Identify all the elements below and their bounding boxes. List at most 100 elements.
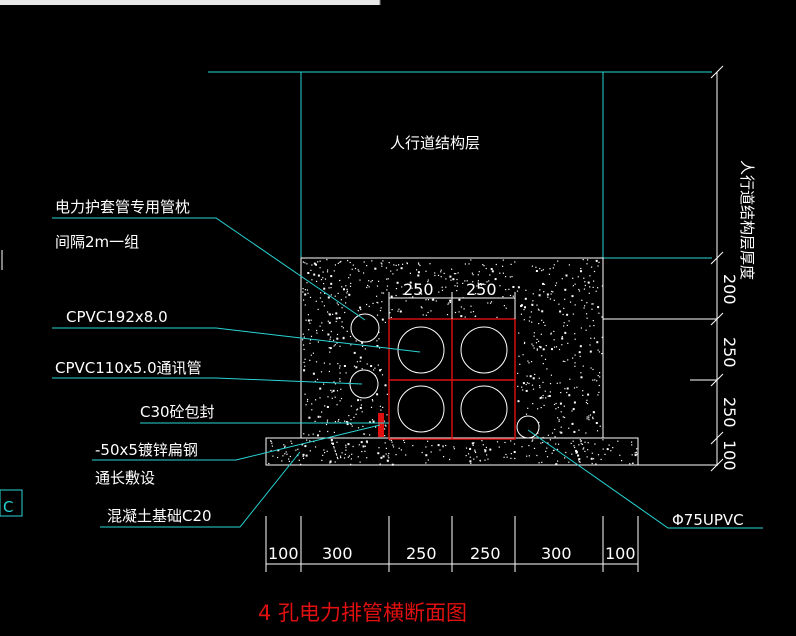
speckle-dot: [597, 454, 600, 456]
speckle-dot: [565, 451, 567, 454]
speckle-dot: [563, 405, 565, 407]
speckle-dot: [583, 307, 585, 309]
speckle-dot: [572, 285, 574, 287]
speckle-dot: [427, 279, 429, 281]
speckle-dot: [508, 288, 510, 290]
speckle-dot: [355, 366, 358, 369]
speckle-dot: [596, 380, 598, 382]
speckle-dot: [533, 447, 536, 449]
speckle-dot: [453, 273, 456, 275]
right-dim-250a: 250: [720, 337, 739, 368]
speckle-dot: [301, 444, 303, 446]
speckle-dot: [430, 310, 432, 312]
speckle-dot: [597, 287, 599, 289]
speckle-dot: [371, 280, 373, 282]
speckle-dot: [547, 296, 549, 298]
speckle-dot: [324, 405, 326, 407]
speckle-dot: [379, 463, 381, 465]
speckle-dot: [470, 311, 472, 313]
speckle-dot: [550, 332, 552, 334]
speckle-dot: [506, 456, 508, 458]
speckle-dot: [399, 310, 402, 313]
speckle-dot: [376, 314, 379, 316]
speckle-dot: [330, 461, 332, 463]
speckle-dot: [547, 442, 549, 444]
speckle-dot: [302, 344, 305, 346]
speckle-dot: [387, 278, 389, 280]
speckle-dot: [327, 396, 329, 398]
bottom-dim-250b: 250: [470, 544, 501, 563]
speckle-dot: [602, 448, 604, 450]
speckle-dot: [597, 375, 599, 377]
speckle-dot: [546, 368, 548, 370]
speckle-dot: [345, 446, 347, 448]
speckle-dot: [396, 269, 398, 271]
speckle-dot: [464, 316, 466, 318]
speckle-dot: [288, 458, 290, 460]
speckle-dot: [354, 267, 357, 270]
speckle-dot: [320, 279, 323, 281]
speckle-dot: [484, 451, 486, 453]
speckle-dot: [355, 340, 357, 342]
speckle-dot: [306, 439, 308, 441]
speckle-dot: [566, 313, 569, 316]
speckle-dot: [333, 447, 335, 449]
speckle-dot: [339, 400, 341, 402]
speckle-dot: [564, 360, 566, 363]
speckle-dot: [540, 442, 542, 444]
speckle-dot: [351, 268, 353, 270]
speckle-dot: [327, 311, 329, 313]
speckle-dot: [353, 365, 355, 367]
speckle-dot: [305, 454, 308, 457]
speckle-dot: [586, 302, 588, 304]
speckle-dot: [456, 285, 458, 287]
speckle-dot: [486, 454, 488, 456]
speckle-dot: [390, 316, 392, 319]
speckle-dot: [370, 281, 372, 283]
speckle-dot: [341, 325, 343, 328]
speckle-dot: [418, 263, 420, 265]
speckle-dot: [558, 348, 561, 351]
speckle-dot: [366, 442, 368, 444]
speckle-dot: [470, 259, 472, 261]
speckle-dot: [334, 449, 336, 451]
bottom-dim-300a: 300: [322, 544, 353, 563]
speckle-dot: [377, 302, 379, 304]
speckle-dot: [385, 267, 388, 269]
speckle-dot: [302, 288, 304, 290]
speckle-dot: [536, 349, 538, 351]
speckle-dot: [441, 289, 444, 291]
speckle-dot: [284, 445, 286, 447]
speckle-dot: [319, 397, 321, 399]
speckle-dot: [524, 341, 526, 343]
speckle-dot: [567, 359, 569, 361]
speckle-dot: [578, 290, 581, 292]
speckle-dot: [352, 264, 354, 266]
speckle-dot: [629, 463, 631, 465]
speckle-dot: [316, 378, 319, 380]
bottom-dim-100b: 100: [605, 544, 636, 563]
speckle-dot: [532, 439, 534, 441]
speckle-dot: [445, 444, 447, 447]
speckle-dot: [547, 434, 549, 436]
speckle-dot: [486, 281, 488, 283]
speckle-dot: [304, 393, 306, 395]
speckle-dot: [359, 461, 361, 463]
speckle-dot: [485, 446, 487, 449]
speckle-dot: [333, 381, 335, 383]
speckle-dot: [303, 457, 305, 459]
speckle-dot: [382, 406, 384, 408]
speckle-dot: [368, 280, 370, 282]
speckle-dot: [465, 455, 467, 457]
speckle-dot: [542, 363, 544, 365]
speckle-dot: [599, 372, 601, 374]
speckle-dot: [365, 440, 368, 443]
speckle-dot: [317, 274, 320, 277]
speckle-dot: [472, 281, 474, 283]
right-dim-250b: 250: [720, 397, 739, 428]
speckle-dot: [304, 304, 306, 306]
speckle-dot: [277, 449, 280, 452]
speckle-dot: [577, 276, 579, 278]
speckle-dot: [469, 448, 472, 450]
